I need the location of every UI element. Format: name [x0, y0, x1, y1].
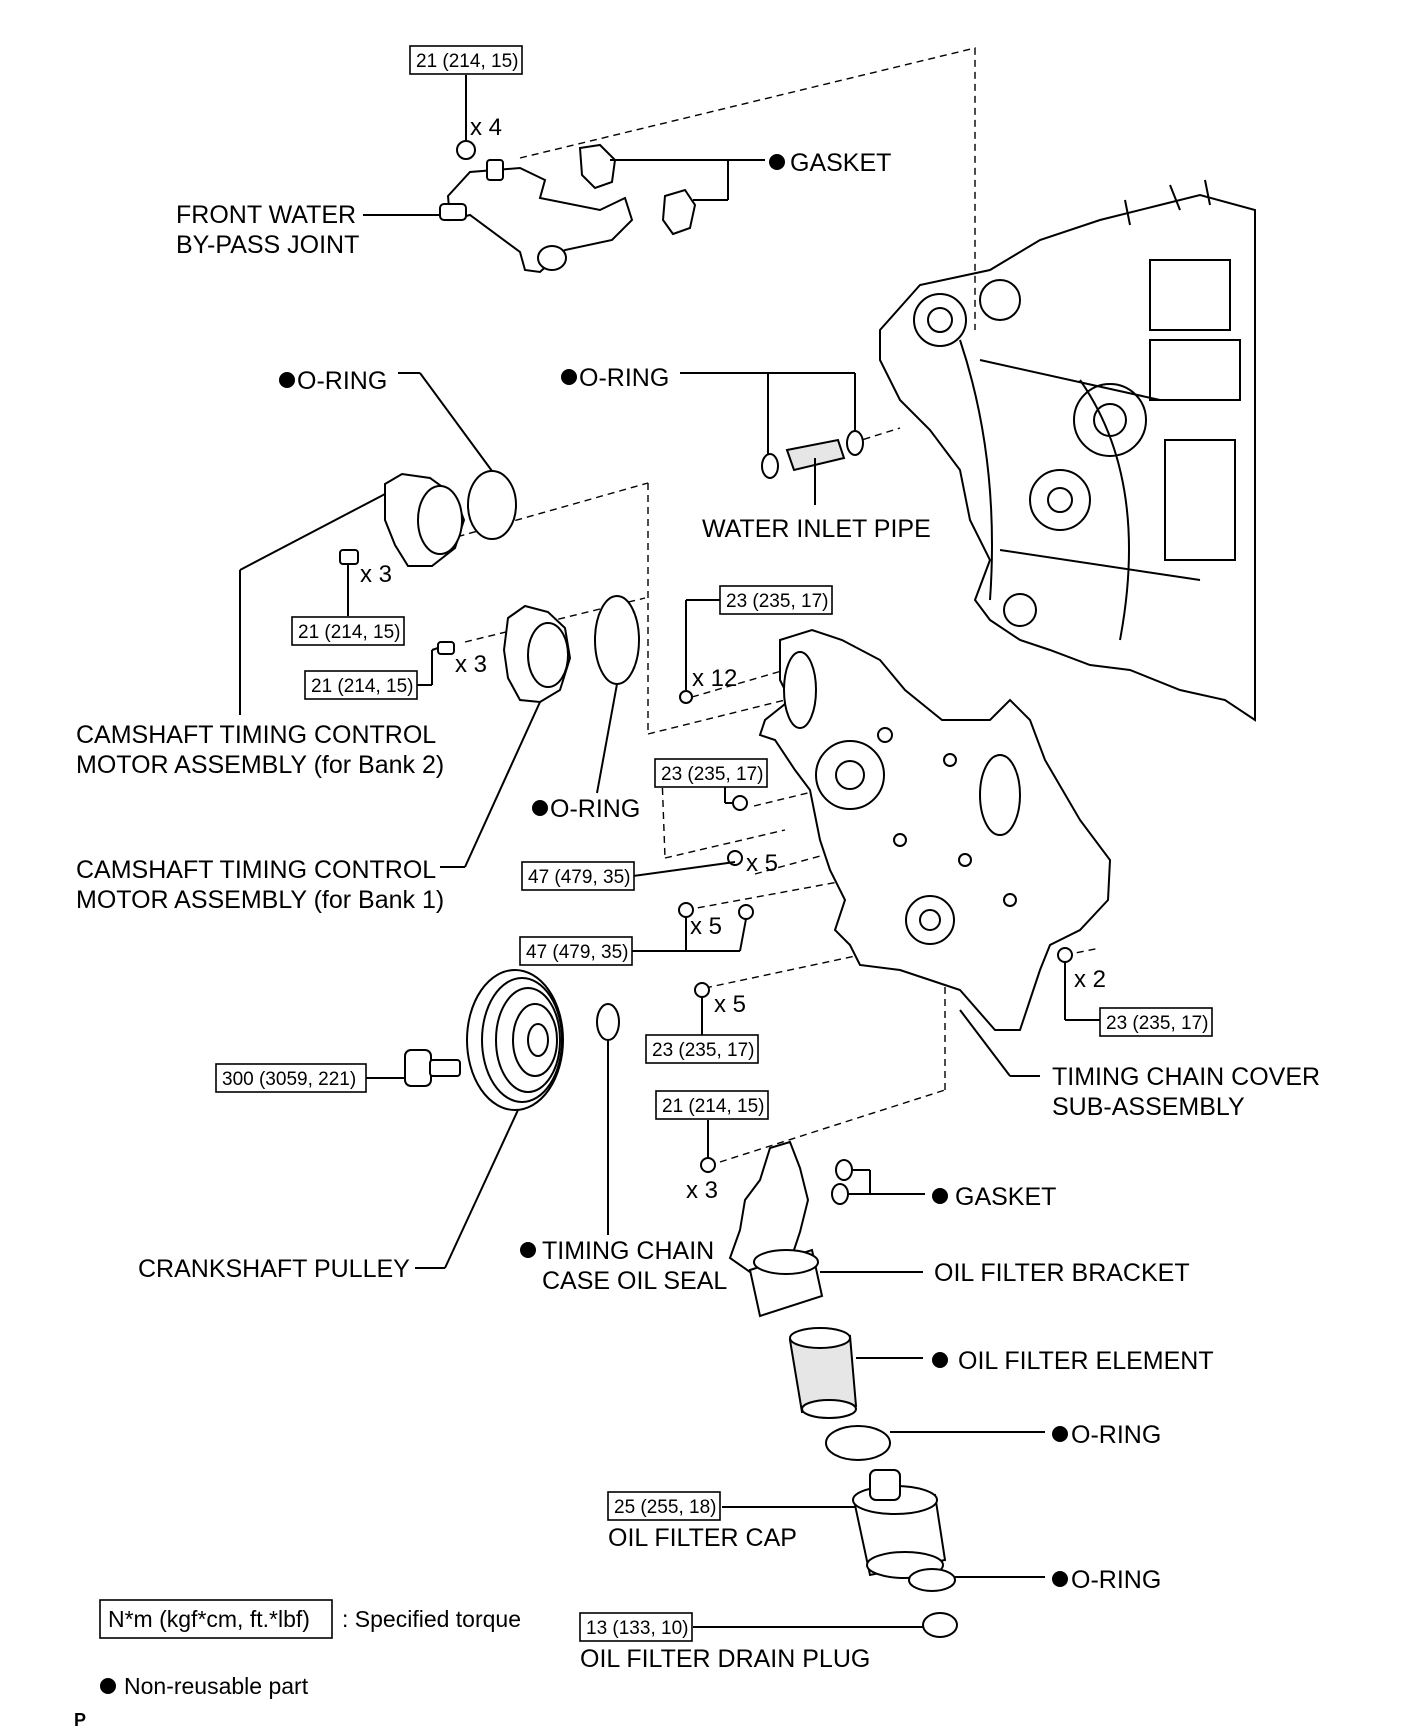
- label-o-ring-mid: O-RING: [550, 795, 640, 823]
- qty-47a: x 5: [746, 850, 778, 877]
- torque-47-b: 47 (479, 35): [526, 942, 628, 963]
- crankshaft-pulley: [466, 969, 564, 1111]
- label-bypass-joint-1: FRONT WATER: [176, 201, 356, 229]
- nonreusable-dot-filter-element: [932, 1352, 948, 1368]
- label-oil-filter-bracket: OIL FILTER BRACKET: [934, 1259, 1190, 1287]
- label-timing-chain-cover-2: SUB-ASSEMBLY: [1052, 1093, 1245, 1121]
- label-crankshaft-pulley: CRANKSHAFT PULLEY: [138, 1255, 410, 1283]
- torque-spec-boxes: 21 (214, 15) 21 (214, 15) 21 (214, 15) 2…: [215, 45, 1213, 1642]
- timing-chain-oil-seal: [596, 1003, 620, 1041]
- label-o-ring-filter: O-RING: [1071, 1421, 1161, 1449]
- front-water-bypass-joint: [439, 159, 634, 274]
- camshaft-motor-bank1: [502, 604, 572, 704]
- torque-cover-x5: 23 (235, 17): [652, 1040, 754, 1061]
- torque-cam2: 21 (214, 15): [298, 622, 400, 643]
- torque-cap: 25 (255, 18): [614, 1497, 716, 1518]
- nonreusable-dot-oil-seal: [520, 1242, 536, 1258]
- label-oil-filter-element: OIL FILTER ELEMENT: [958, 1347, 1214, 1375]
- cam2-bolt: [339, 549, 359, 565]
- qty-bracket: x 3: [686, 1177, 718, 1204]
- legend-nonreusable-dot: [100, 1678, 116, 1694]
- engine-block-illustration: [879, 179, 1256, 722]
- label-timing-chain-cover-1: TIMING CHAIN COVER: [1052, 1063, 1320, 1091]
- cover-bolt-single: [732, 795, 748, 811]
- torque-bypass: 21 (214, 15): [416, 51, 518, 72]
- cover-bolt-x12: [679, 690, 693, 704]
- gasket-top-lower: [661, 188, 697, 236]
- label-oil-filter-cap: OIL FILTER CAP: [608, 1524, 797, 1552]
- torque-pulley: 300 (3059, 221): [222, 1069, 356, 1090]
- oil-filter-bracket: [728, 1140, 824, 1318]
- torque-cover-x12: 23 (235, 17): [726, 591, 828, 612]
- nonreusable-dot-oring-right: [561, 369, 577, 385]
- torque-47-a: 47 (479, 35): [528, 867, 630, 888]
- label-o-ring-left: O-RING: [297, 367, 387, 395]
- nonreusable-dot-oring-left: [279, 372, 295, 388]
- water-inlet-pipe: [785, 438, 846, 472]
- qty-cover12: x 12: [692, 665, 737, 692]
- torque-bracket: 21 (214, 15): [662, 1096, 764, 1117]
- nonreusable-dot-gasket-bottom: [932, 1188, 948, 1204]
- o-ring-filter: [825, 1425, 891, 1461]
- label-oil-seal-2: CASE OIL SEAL: [542, 1267, 727, 1295]
- page-code: P: [74, 1710, 86, 1730]
- gasket-top-upper: [578, 143, 617, 190]
- o-ring-cap: [908, 1568, 956, 1592]
- legend: N*m (kgf*cm, ft.*lbf) : Specified torque…: [99, 1599, 521, 1699]
- nonreusable-dot-oring-filter: [1052, 1426, 1068, 1442]
- torque-drain: 13 (133, 10): [586, 1618, 688, 1639]
- torque-cover-single: 23 (235, 17): [661, 764, 763, 785]
- nonreusable-dot-oring-mid: [532, 800, 548, 816]
- legend-torque-desc: : Specified torque: [342, 1606, 521, 1632]
- bolt-47-b2: [738, 904, 754, 920]
- nonreusable-dot-gasket-top: [769, 154, 785, 170]
- o-ring-pipe-right: [846, 430, 864, 456]
- oil-filter-cap: [852, 1469, 947, 1579]
- bracket-bolt: [700, 1157, 716, 1173]
- qty-bypass: x 4: [470, 114, 502, 141]
- pulley-bolt: [404, 1049, 461, 1087]
- label-cam-bank1-2: MOTOR ASSEMBLY (for Bank 1): [76, 886, 444, 914]
- label-gasket-bottom: GASKET: [955, 1183, 1056, 1211]
- cam1-bolt: [437, 641, 455, 655]
- legend-nonreusable-desc: Non-reusable part: [124, 1673, 309, 1699]
- qty-cam2: x 3: [360, 561, 392, 588]
- o-ring-left: [467, 470, 517, 540]
- timing-chain-cover: [758, 628, 1112, 1031]
- o-ring-mid: [594, 595, 640, 685]
- torque-cam1: 21 (214, 15): [311, 676, 413, 697]
- label-drain-plug: OIL FILTER DRAIN PLUG: [580, 1645, 870, 1673]
- label-bypass-joint-2: BY-PASS JOINT: [176, 231, 359, 259]
- oil-filter-drain-plug: [922, 1612, 958, 1638]
- label-o-ring-right: O-RING: [579, 364, 669, 392]
- label-cam-bank2-2: MOTOR ASSEMBLY (for Bank 2): [76, 751, 444, 779]
- label-gasket-top: GASKET: [790, 149, 891, 177]
- legend-torque-box: N*m (kgf*cm, ft.*lbf): [108, 1606, 310, 1632]
- leader-lines: [239, 75, 1100, 1628]
- label-cam-bank2-1: CAMSHAFT TIMING CONTROL: [76, 721, 436, 749]
- label-o-ring-cap: O-RING: [1071, 1566, 1161, 1594]
- qty-cover5: x 5: [714, 991, 746, 1018]
- gasket-bottom-upper: [835, 1159, 853, 1181]
- quantity-labels: x 4 x 3 x 3 x 12 x 5 x 5 x 5 x 2 x 3: [360, 114, 1106, 1204]
- label-cam-bank1-1: CAMSHAFT TIMING CONTROL: [76, 856, 436, 884]
- torque-cover-x2: 23 (235, 17): [1106, 1013, 1208, 1034]
- nonreusable-dot-oring-cap: [1052, 1571, 1068, 1587]
- oil-filter-element: [788, 1327, 858, 1419]
- gasket-bottom-lower: [831, 1183, 849, 1205]
- cover-bolt-x2: [1057, 947, 1073, 963]
- label-oil-seal-1: TIMING CHAIN: [542, 1237, 714, 1265]
- qty-cover2: x 2: [1074, 966, 1106, 993]
- o-ring-pipe-left: [761, 453, 779, 479]
- assembly-lines: [445, 47, 1101, 1163]
- cover-bolt-x5: [694, 982, 710, 998]
- label-water-inlet-pipe: WATER INLET PIPE: [702, 515, 931, 543]
- qty-cam1: x 3: [455, 651, 487, 678]
- bypass-bolt: [456, 140, 476, 160]
- part-labels: FRONT WATER BY-PASS JOINT GASKET O-RING …: [76, 149, 1320, 1673]
- camshaft-motor-bank2: [384, 472, 466, 567]
- qty-47b: x 5: [690, 913, 722, 940]
